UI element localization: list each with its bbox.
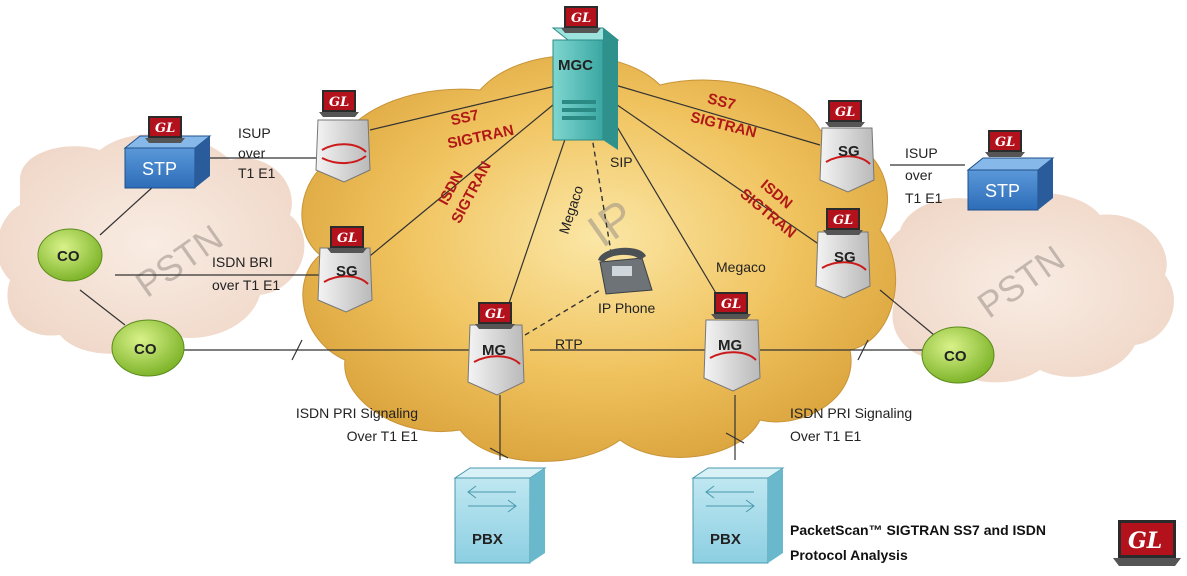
svg-text:GL: GL <box>1128 528 1162 554</box>
svg-text:GL: GL <box>571 11 591 26</box>
sg-left-device: SG <box>317 247 373 313</box>
svg-text:GL: GL <box>721 297 741 312</box>
pstn-left-cloud <box>0 134 305 354</box>
svg-text:GL: GL <box>337 231 357 246</box>
svg-text:CO: CO <box>134 341 157 358</box>
sg-right-bottom-device: SG <box>815 231 871 299</box>
caption: PacketScan™ SIGTRAN SS7 and ISDN Protocol… <box>790 522 1046 563</box>
svg-text:SG: SG <box>834 249 856 266</box>
pbx-left: PBX <box>453 467 547 564</box>
pri-left-1: ISDN PRI Signaling <box>296 405 418 421</box>
svg-text:GL: GL <box>329 95 349 110</box>
pri-right-2: Over T1 E1 <box>790 428 862 444</box>
svg-text:MG: MG <box>482 342 506 359</box>
mgc-server: MGC <box>551 27 620 150</box>
connection-lines <box>79 84 965 460</box>
isup-right-3: T1 E1 <box>905 190 943 206</box>
sip-rtp-dashed <box>524 124 613 336</box>
co-right: CO <box>921 326 995 384</box>
svg-text:PacketScan™ SIGTRAN SS7 and I: PacketScan™ SIGTRAN SS7 and ISDN Protocol… <box>790 522 1046 563</box>
svg-text:PBX: PBX <box>710 531 741 548</box>
pri-left-2: Over T1 E1 <box>347 428 419 444</box>
caption-line-1: PacketScan™ SIGTRAN SS7 and ISDN <box>790 522 1046 538</box>
svg-text:MG: MG <box>718 337 742 354</box>
co-left-top: CO <box>37 228 103 282</box>
svg-text:SG: SG <box>336 263 358 280</box>
pbx-right: PBX <box>691 467 785 564</box>
caption-line-2: Protocol Analysis <box>790 547 908 563</box>
stp-right-label: STP <box>985 181 1020 201</box>
isup-right-1: ISUP <box>905 145 938 161</box>
gl-laptop-icons: GL GL GL GL GL GL GL GL GL <box>145 6 1025 329</box>
sg-left-top-device <box>315 119 371 183</box>
co-left-bottom: CO <box>111 319 185 377</box>
mg-right-device: MG <box>703 319 761 392</box>
svg-text:GL: GL <box>995 135 1015 150</box>
isup-left-1: ISUP <box>238 125 271 141</box>
isdn-bri-2: over T1 E1 <box>212 277 280 293</box>
isup-left-3: T1 E1 <box>238 165 276 181</box>
sip-label: SIP <box>610 154 633 170</box>
gl-logo-large: GL <box>1113 520 1181 566</box>
stp-left-box: STP <box>123 135 212 189</box>
svg-text:CO: CO <box>57 248 80 265</box>
svg-text:PBX: PBX <box>472 531 503 548</box>
svg-text:SG: SG <box>838 143 860 160</box>
isup-right-2: over <box>905 167 933 183</box>
svg-text:GL: GL <box>835 105 855 120</box>
mg-left-device: MG <box>467 324 525 396</box>
svg-text:GL: GL <box>833 213 853 228</box>
sg-right-top-device: SG <box>819 127 875 193</box>
stp-left-label: STP <box>142 159 177 179</box>
svg-text:GL: GL <box>485 307 505 322</box>
svg-text:GL: GL <box>155 121 175 136</box>
rtp-label: RTP <box>555 336 583 352</box>
megaco-right-label: Megaco <box>716 259 766 275</box>
isdn-bri-1: ISDN BRI <box>212 254 273 270</box>
ip-phone-icon <box>598 247 653 295</box>
ss7-left-label: SS7 <box>449 107 480 130</box>
stp-right-box: STP <box>966 157 1055 211</box>
svg-text:CO: CO <box>944 348 967 365</box>
ss7-right-label: SS7 <box>706 90 738 113</box>
pri-right-1: ISDN PRI Signaling <box>790 405 912 421</box>
isup-left-2: over <box>238 145 266 161</box>
ip-phone-label: IP Phone <box>598 300 656 316</box>
mgc-label: MGC <box>558 57 593 74</box>
